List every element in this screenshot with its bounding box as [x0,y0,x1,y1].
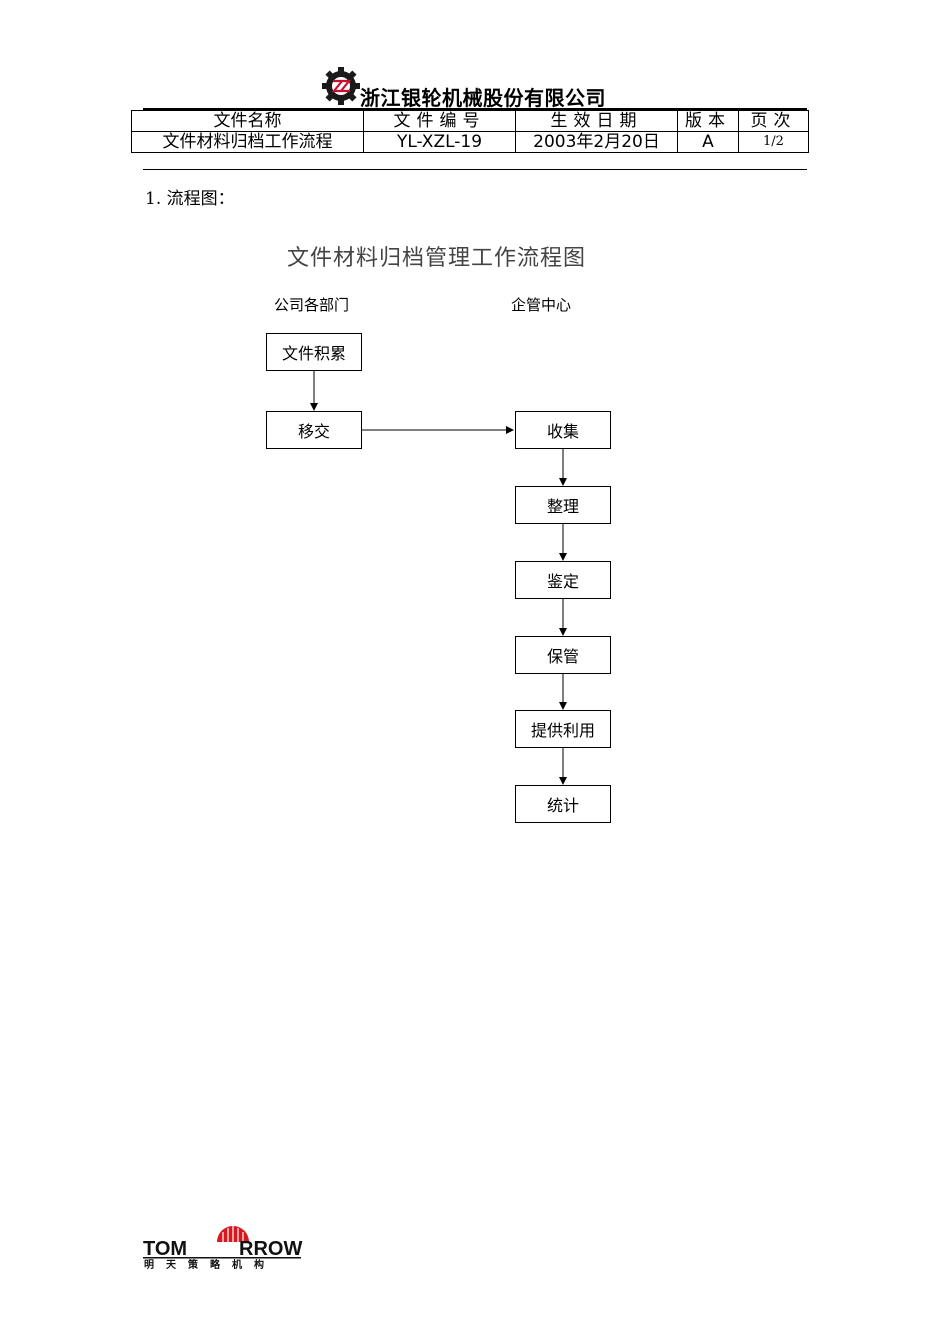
version-value: A [677,131,739,153]
flowchart-title: 文件材料归档管理工作流程图 [287,246,587,271]
company-logo-icon [322,67,360,105]
header-version: 版本 [677,110,739,132]
node-appraise: 鉴定 [515,561,611,599]
node-accumulate: 文件积累 [266,333,362,371]
lane-label-management-center: 企管中心 [511,296,572,314]
header-page: 页次 [738,110,809,132]
info-table-header-row: 文件名称 文件编号 生效日期 版本 页次 [131,110,809,132]
company-name: 浙江银轮机械股份有限公司 [360,86,606,110]
tomorrow-logo-icon: TOM RROW [143,1226,302,1260]
page-value: 1/2 [738,131,809,153]
node-statistics: 统计 [515,785,611,823]
header-doc-number: 文件编号 [363,110,516,132]
doc-number-value: YL-XZL-19 [363,131,516,153]
header-rule [143,108,807,110]
footer-brand-right: RROW [239,1238,302,1260]
section-heading: 1. 流程图： [145,189,235,209]
header-doc-name: 文件名称 [131,110,364,132]
lane-label-departments: 公司各部门 [274,296,350,314]
node-transfer: 移交 [266,411,362,449]
node-organize: 整理 [515,486,611,524]
footer-brand-subtitle: 明天策略机构 [144,1260,276,1271]
node-provide: 提供利用 [515,710,611,748]
header-effective-date: 生效日期 [515,110,678,132]
section-rule [143,169,807,170]
doc-name-value: 文件材料归档工作流程 [131,131,364,153]
footer-brand-left: TOM [143,1238,187,1260]
effective-date-value: 2003年2月20日 [515,131,678,153]
info-table-value-row: 文件材料归档工作流程 YL-XZL-19 2003年2月20日 A 1/2 [131,131,809,153]
document-info-table: 文件名称 文件编号 生效日期 版本 页次 文件材料归档工作流程 YL-XZL-1… [131,110,809,153]
node-collect: 收集 [515,411,611,449]
node-preserve: 保管 [515,636,611,674]
